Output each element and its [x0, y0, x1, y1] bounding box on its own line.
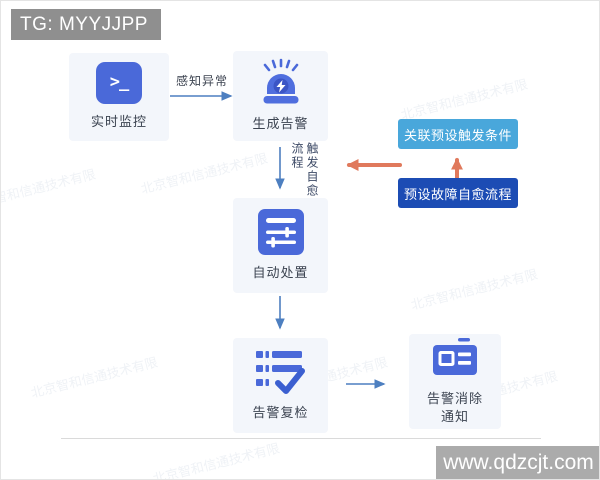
watermark-text: 北京智和信通技术有限: [29, 354, 160, 401]
node-auto-handle: 自动处置: [233, 198, 328, 293]
node-alert-recheck: 告警复检: [233, 338, 328, 433]
node-label: 生成告警: [252, 116, 309, 132]
node-label: 实时监控: [90, 114, 147, 130]
card-icon: [433, 337, 477, 375]
watermark-text: 北京智和信通技术有限: [151, 440, 282, 480]
node-generate-alert: 生成告警: [233, 51, 328, 141]
watermark-text: 北京智和信通技术有限: [409, 266, 540, 313]
watermark-text: 北京智和信通技术有限: [139, 150, 270, 197]
site-watermark-badge: www.qdzcjt.com: [436, 446, 599, 479]
watermark-text: 北京智和信通技术有限: [399, 76, 530, 123]
edge-label-sense-anomaly: 感知异常: [175, 74, 228, 88]
sliders-icon: [257, 208, 304, 255]
box-trigger-conditions: 关联预设触发条件: [398, 119, 518, 149]
edge-label-trigger-selfheal: 触发自愈流程: [290, 142, 319, 198]
checklist-icon: [255, 350, 305, 394]
box-preset-heal-flow: 预设故障自愈流程: [398, 178, 518, 208]
node-alert-clear-notify: 告警消除通知: [409, 334, 501, 429]
node-label: 告警消除通知: [426, 390, 483, 424]
terminal-icon: >_: [96, 62, 142, 105]
alarm-icon: [263, 59, 298, 104]
bottom-divider: [61, 438, 541, 439]
watermark-text: 北京智和信通技术有限: [0, 166, 98, 213]
node-label: 告警复检: [252, 404, 309, 420]
node-label: 自动处置: [252, 264, 309, 280]
terminal-glyph: >_: [109, 72, 130, 93]
node-realtime-monitor: >_ 实时监控: [69, 53, 169, 141]
tg-watermark-badge: TG: MYYJJPP: [11, 9, 161, 40]
